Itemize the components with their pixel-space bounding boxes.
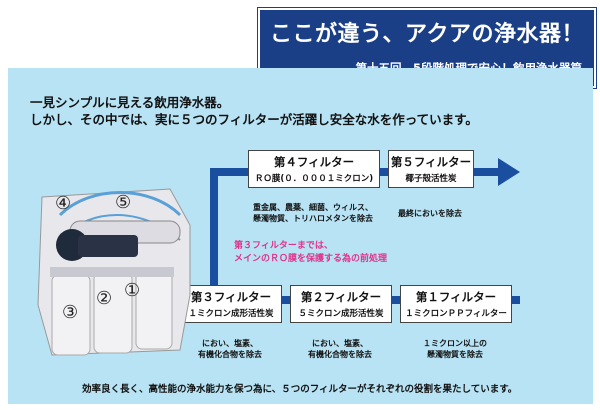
- filter-2-sub: ５ミクロン成形活性炭: [298, 309, 384, 319]
- footer-text: 効率良く長く、高性能の浄水能力を保つ為に、５つのフィルターがそれぞれの役割を果た…: [82, 384, 518, 395]
- filter-1-sub: １ミクロンＰＰフィルター: [405, 309, 507, 319]
- device-label-4: ④: [55, 193, 72, 214]
- filter-4-desc: 重金属、農薬、細菌、ウィルス、 懸濁物質、トリハロメタンを除去: [253, 203, 373, 223]
- intro-line-1: 一見シンプルに見える飲用浄水器。: [30, 95, 230, 110]
- filter-1-desc: １ミクロン以上の 懸濁物質を除去: [423, 339, 487, 359]
- banner-title: ここが違う、アクアの浄水器！: [270, 22, 584, 47]
- filter-5-box: 第５フィルター 椰子殻活性炭: [388, 150, 474, 188]
- filter-4-name: 第４フィルター: [273, 155, 355, 169]
- filter-3-desc: におい、塩素、 有機化合物を除去: [198, 339, 262, 359]
- device-label-2: ②: [96, 288, 113, 309]
- filter-5-name: 第５フィルター: [390, 155, 472, 169]
- intro-line-2: しかし、その中では、実に５つのフィルターが活躍し安全な水を作っています。: [30, 112, 478, 127]
- filter-5-sub: 椰子殻活性炭: [405, 174, 457, 184]
- filter-3-sub: １ミクロン成形活性炭: [188, 309, 274, 319]
- filter-4-sub: ＲＯ膜(０．０００１ミクロン): [254, 174, 374, 184]
- filter-4-box: 第４フィルター ＲＯ膜(０．０００１ミクロン): [248, 150, 380, 188]
- device-label-1: ①: [124, 280, 141, 301]
- filter-5-desc: 最終においを除去: [398, 209, 462, 218]
- filter-1-box: 第１フィルター １ミクロンＰＰフィルター: [400, 285, 512, 323]
- intro-text: 一見シンプルに見える飲用浄水器。 しかし、その中では、実に５つのフィルターが活躍…: [30, 94, 478, 128]
- filter-2-name: 第２フィルター: [300, 290, 382, 304]
- filter-2-box: 第２フィルター ５ミクロン成形活性炭: [290, 285, 392, 323]
- device-tubing: [58, 191, 182, 217]
- filter-3-box: 第３フィルター １ミクロン成形活性炭: [180, 285, 282, 323]
- canister-1: [135, 268, 173, 350]
- filter-3-name: 第３フィルター: [190, 290, 272, 304]
- filter-1-name: 第１フィルター: [415, 290, 497, 304]
- device-label-3: ③: [62, 302, 79, 323]
- pretreatment-note: 第３フィルターまでは、 メインのＲＯ膜を保護する為の前処理: [234, 241, 388, 264]
- arrow-top-head: [498, 158, 520, 186]
- filter-2-desc: におい、塩素、 有機化合物を除去: [308, 339, 372, 359]
- arrow-vertical: [210, 168, 218, 290]
- device-label-5: ⑤: [115, 192, 132, 213]
- water-purifier-illustration: [37, 188, 191, 356]
